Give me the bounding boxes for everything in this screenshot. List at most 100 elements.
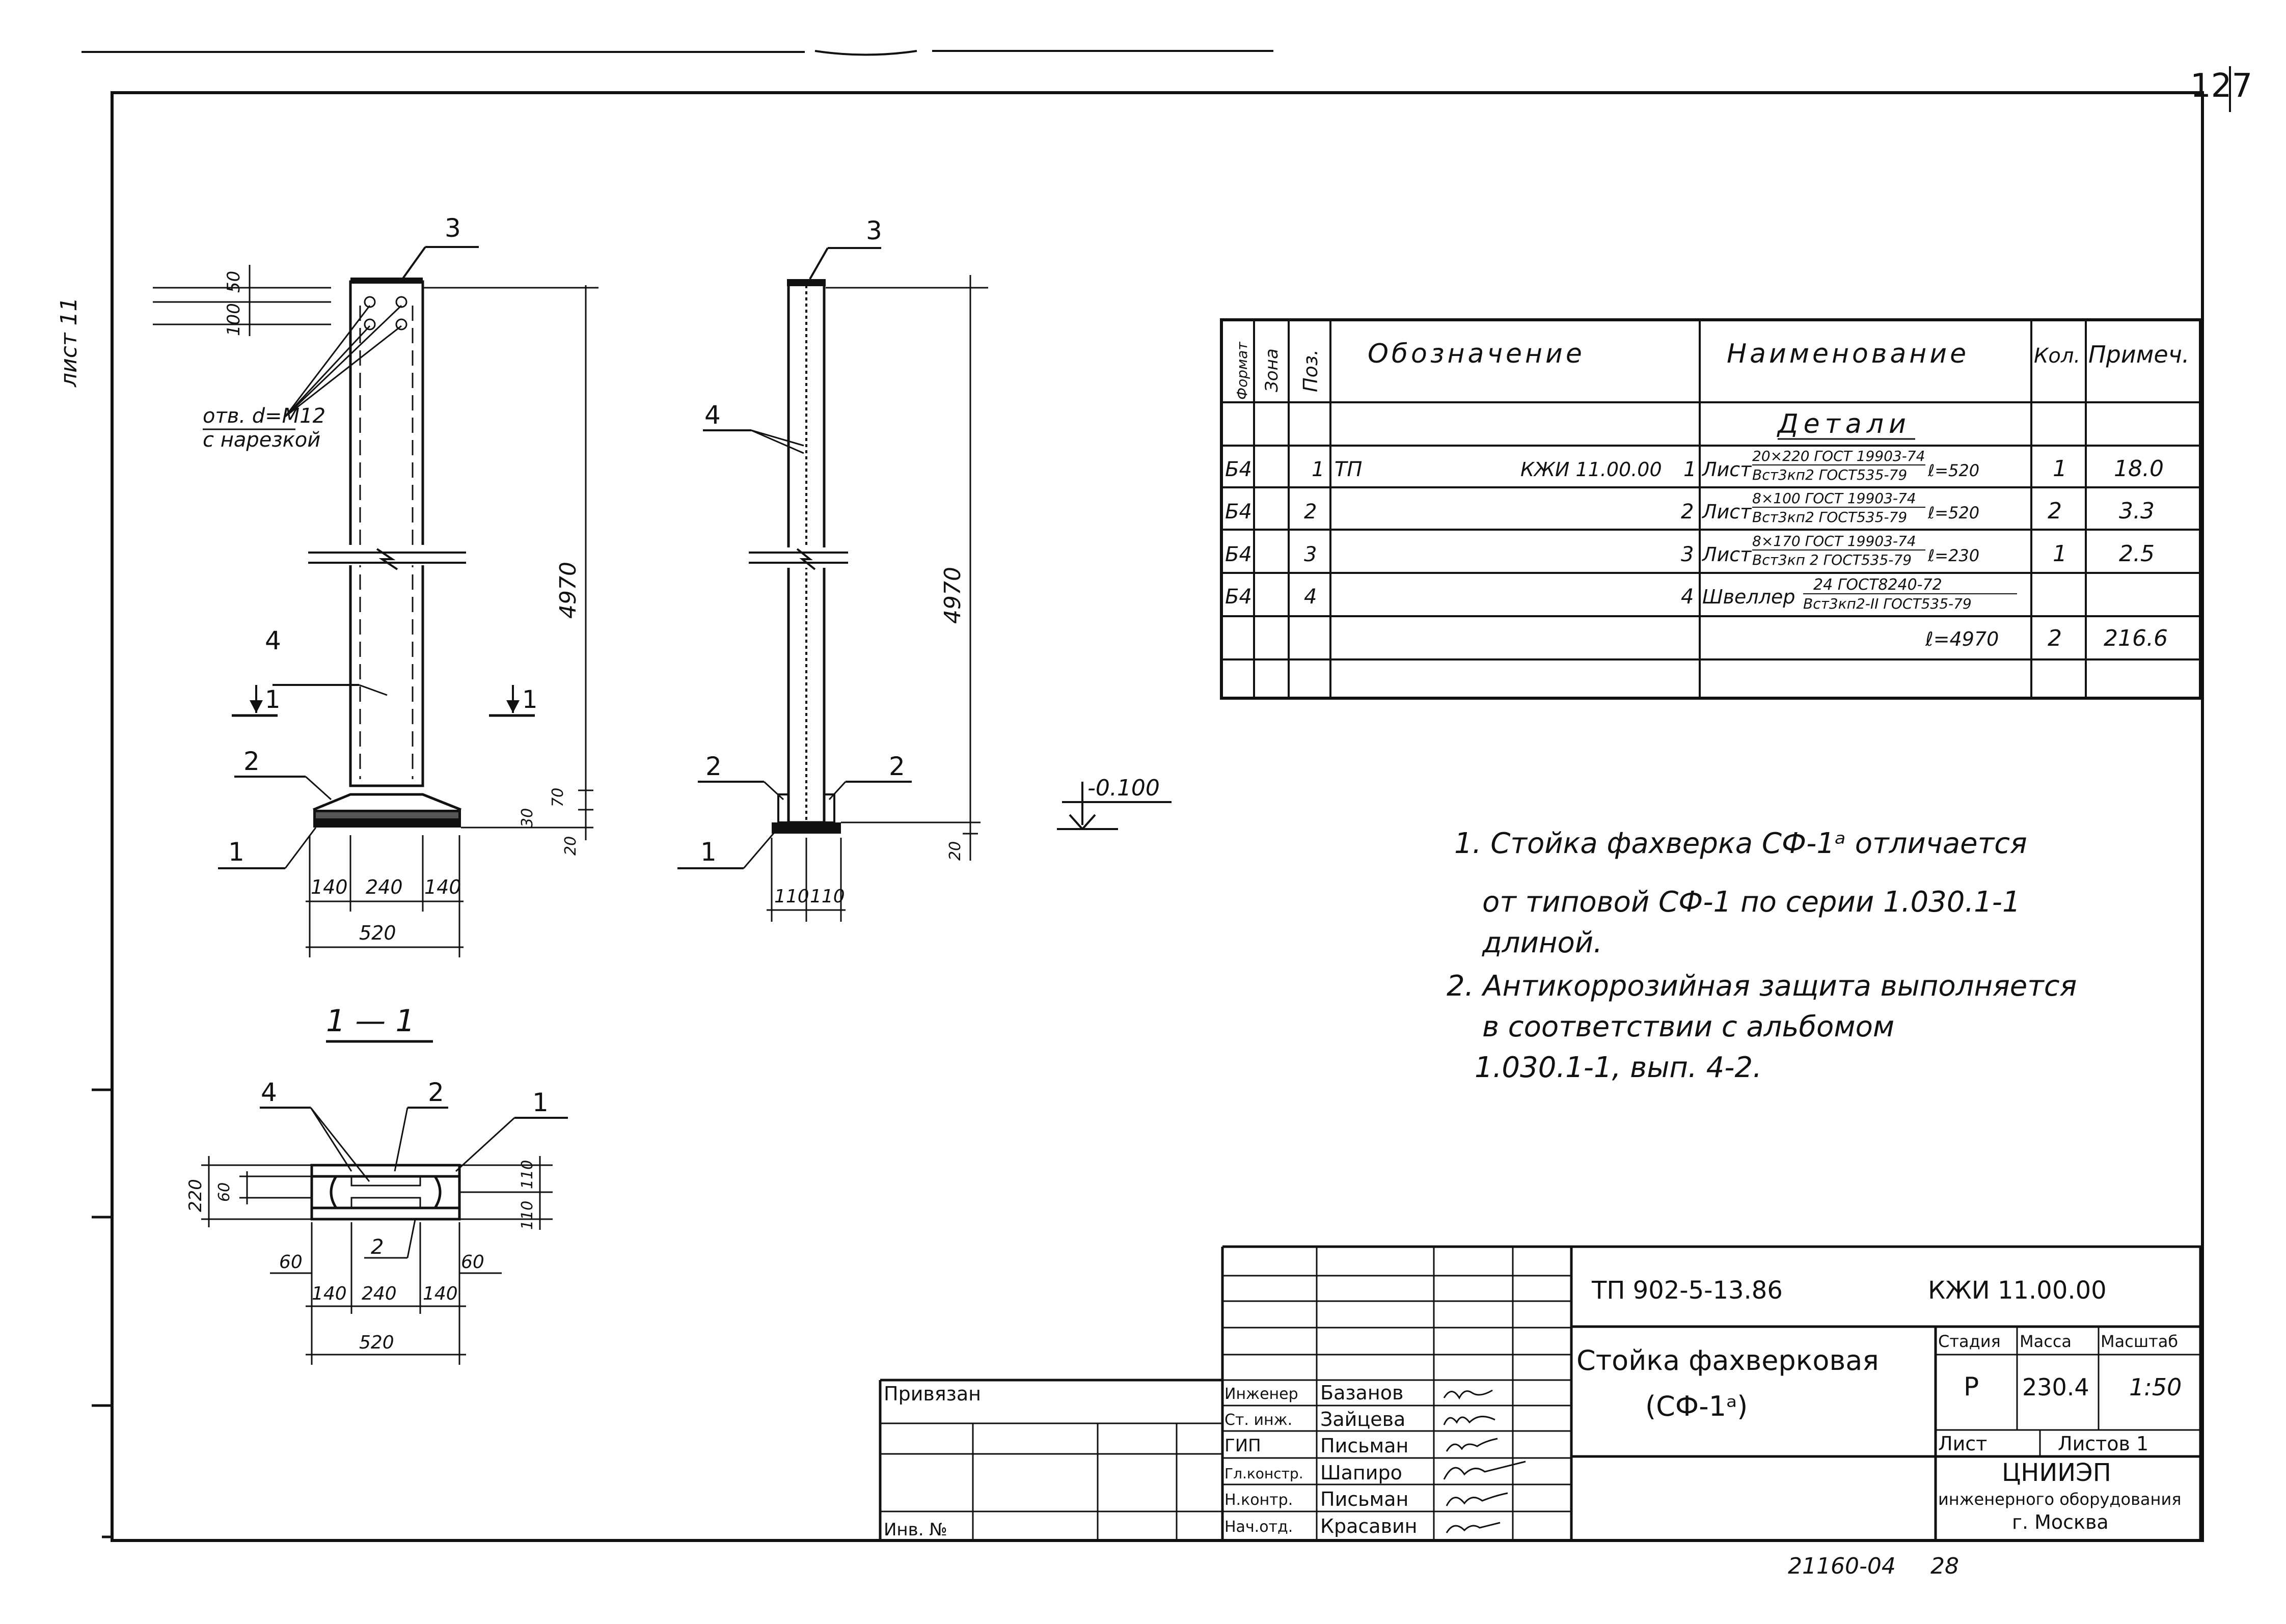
row-name-prefix: Лист xyxy=(1701,458,1752,481)
bolt-hole-3 xyxy=(364,318,376,331)
page-number: 127 xyxy=(2190,67,2252,105)
row-pos: 4 xyxy=(1304,585,1317,609)
row-pos: 3 xyxy=(1304,543,1317,566)
front-cap-plate xyxy=(787,279,826,286)
note-line-4: 2. Антикоррозийная защита выполняется xyxy=(1447,970,2077,1003)
section-dim-60-bl: 60 xyxy=(279,1252,303,1273)
signature-scribbles xyxy=(1443,1389,1526,1533)
section-1-1: 1 — 1 4 2 1 2 220 xyxy=(185,1003,568,1365)
inv-label: Инв. № xyxy=(884,1520,947,1540)
section-web-bottom xyxy=(350,1197,421,1209)
section-dim-60-br: 60 xyxy=(461,1252,484,1273)
row-note: 216.6 xyxy=(2104,625,2168,651)
section-mark-left: 1 xyxy=(265,685,281,714)
role-3: ГИП xyxy=(1224,1436,1261,1456)
row-note: 18.0 xyxy=(2114,456,2164,482)
row-length: ℓ=520 xyxy=(1927,461,1979,480)
org-line-3: г. Москва xyxy=(2012,1511,2109,1533)
bolt-hole-4 xyxy=(395,318,407,331)
row-format: Б4 xyxy=(1225,585,1252,609)
side-dim-height: 4970 xyxy=(555,562,581,619)
note-line-2: от типовой СФ-1 по серии 1.030.1-1 xyxy=(1482,886,2021,919)
scale-value: 1:50 xyxy=(2129,1373,2182,1401)
section-dim-220: 220 xyxy=(185,1179,206,1212)
front-pos-1: 1 xyxy=(700,837,717,867)
scan-top-lines xyxy=(81,50,1273,56)
mass-value: 230.4 xyxy=(2022,1373,2089,1401)
section-pos-4: 4 xyxy=(261,1078,277,1107)
section-dim-140-left: 140 xyxy=(312,1283,347,1304)
spec-table: Формат Зона Поз. Обозначение Наименовани… xyxy=(1220,318,2202,700)
role-2: Ст. инж. xyxy=(1224,1411,1292,1429)
row-designation-num: 4 xyxy=(1681,585,1694,609)
row-format: Б4 xyxy=(1225,458,1252,481)
front-dim-20: 20 xyxy=(946,841,964,861)
spec-row-5: ℓ=4970 2 216.6 xyxy=(1925,625,2168,651)
note-line-3: длиной. xyxy=(1482,926,1602,959)
note-line-1: 1. Стойка фахверка СФ-1ᵃ отличается xyxy=(1454,827,2027,860)
front-dim-110-left: 110 xyxy=(774,886,809,907)
side-base-gusset xyxy=(313,793,461,811)
frame-ticks xyxy=(92,1088,112,1538)
spec-row-3: Б4 3 3 Лист 8×170 ГОСТ 19903-74 Вст3кп 2… xyxy=(1225,533,2155,568)
row-note: 2.5 xyxy=(2119,541,2155,567)
title-block: Привязан Инв. № Инженер Базанов Ст. инж.… xyxy=(879,1245,2202,1542)
section-left-plate xyxy=(310,1175,339,1209)
org-line-2: инженерного оборудования xyxy=(1938,1490,2182,1509)
row-length: ℓ=520 xyxy=(1927,503,1979,522)
front-view: 3 4 2 2 1 4970 20 110 110 -0.100 xyxy=(677,216,1172,922)
side-dim-50: 50 xyxy=(224,271,244,293)
row-designation-code: КЖИ 11.00.00 xyxy=(1520,458,1662,481)
header-note: Примеч. xyxy=(2088,341,2190,368)
row-name-prefix: Лист xyxy=(1701,501,1752,523)
row-name-bottom: Вст3кп2-II ГОСТ535-79 xyxy=(1803,595,1972,612)
person-2: Зайцева xyxy=(1320,1408,1405,1430)
section-dim-240: 240 xyxy=(362,1283,397,1304)
row-name-prefix: Лист xyxy=(1701,543,1752,566)
role-1: Инженер xyxy=(1224,1385,1298,1403)
side-dim-20: 20 xyxy=(562,836,580,856)
side-dim-520: 520 xyxy=(359,922,396,944)
row-format: Б4 xyxy=(1225,543,1252,566)
row-note: 3.3 xyxy=(2119,498,2155,524)
section-dim-60-left: 60 xyxy=(215,1182,233,1202)
section-web-top xyxy=(350,1175,421,1187)
person-1: Базанов xyxy=(1320,1382,1403,1404)
drawing-code: КЖИ 11.00.00 xyxy=(1928,1276,2107,1305)
hole-note-2: с нарезкой xyxy=(203,428,320,452)
section-dim-110-bottom: 110 xyxy=(519,1201,536,1230)
spec-row-1: Б4 1 ТП КЖИ 11.00.00 1 Лист 20×220 ГОСТ … xyxy=(1225,448,2164,483)
side-cap-plate xyxy=(350,278,423,284)
section-title-details: Детали xyxy=(1777,409,1911,439)
row-qty: 1 xyxy=(2053,456,2067,482)
side-pos-1: 1 xyxy=(228,837,244,867)
note-line-5: в соответствии с альбомом xyxy=(1482,1010,1894,1043)
bottom-code: 21160-04 xyxy=(1788,1553,1896,1579)
role-4: Гл.констр. xyxy=(1224,1465,1303,1482)
row-designation: ТП xyxy=(1335,458,1363,481)
row-name-bottom: Вст3кп2 ГОСТ535-79 xyxy=(1752,466,1907,483)
scale-label: Масштаб xyxy=(2101,1332,2178,1351)
front-pos-2-right: 2 xyxy=(889,752,905,781)
signatures-list: Инженер Базанов Ст. инж. Зайцева ГИП Пис… xyxy=(1224,1382,1418,1537)
row-format: Б4 xyxy=(1225,500,1252,524)
side-pos-4: 4 xyxy=(265,626,281,655)
row-name-top: 24 ГОСТ8240-72 xyxy=(1813,576,1942,594)
section-pos-2-bottom: 2 xyxy=(371,1235,384,1259)
spec-row-4: Б4 4 4 Швеллер 24 ГОСТ8240-72 Вст3кп2-II… xyxy=(1225,576,2017,612)
header-zone: Зона xyxy=(1262,348,1282,392)
front-dim-110-right: 110 xyxy=(810,886,845,907)
row-qty: 2 xyxy=(2048,498,2062,524)
sheets-label: Листов 1 xyxy=(2058,1433,2148,1455)
drawing-title-2: (СФ-1ᵃ) xyxy=(1645,1390,1748,1422)
person-4: Шапиро xyxy=(1320,1462,1402,1484)
side-dim-100: 100 xyxy=(224,303,244,336)
section-dim-110-top: 110 xyxy=(519,1160,536,1189)
side-dim-240: 240 xyxy=(366,876,403,898)
bolt-hole-1 xyxy=(364,296,376,308)
role-5: Н.контр. xyxy=(1224,1491,1293,1509)
header-designation: Обозначение xyxy=(1368,339,1585,369)
note-line-6: 1.030.1-1, вып. 4-2. xyxy=(1475,1051,1762,1084)
sheet-label: Лист xyxy=(1938,1433,1987,1455)
